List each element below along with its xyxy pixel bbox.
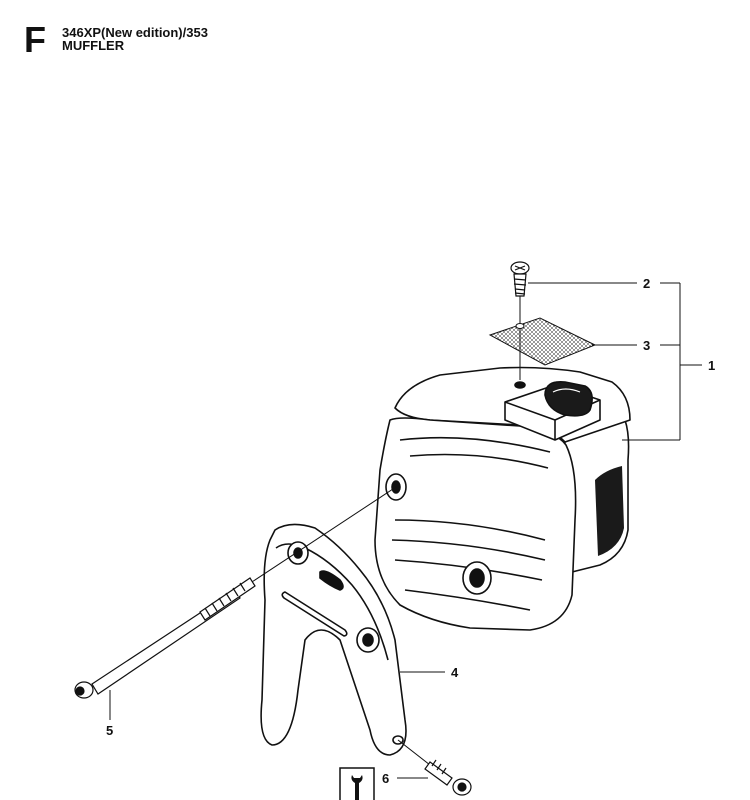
callout-1: 1: [708, 358, 715, 373]
wrench-icon: [339, 767, 375, 800]
muffler-body: [374, 366, 631, 631]
model-title: 346XP(New edition)/353: [62, 25, 208, 40]
leader-lines: [109, 282, 702, 779]
section-title: MUFFLER: [62, 38, 125, 53]
callout-4: 4: [451, 665, 459, 680]
muffler-bracket: [260, 523, 407, 756]
header-block: 346XP(New edition)/353 MUFFLER: [62, 26, 208, 52]
spark-arrestor-screen: [488, 317, 597, 366]
callout-6: 6: [382, 771, 389, 786]
screw-part-6: [397, 739, 472, 796]
callout-2: 2: [643, 276, 650, 291]
callout-5: 5: [106, 723, 113, 738]
long-bolt: [74, 486, 397, 699]
callout-3: 3: [643, 338, 650, 353]
screw-part-2: [510, 261, 530, 297]
section-letter: F: [24, 19, 46, 60]
